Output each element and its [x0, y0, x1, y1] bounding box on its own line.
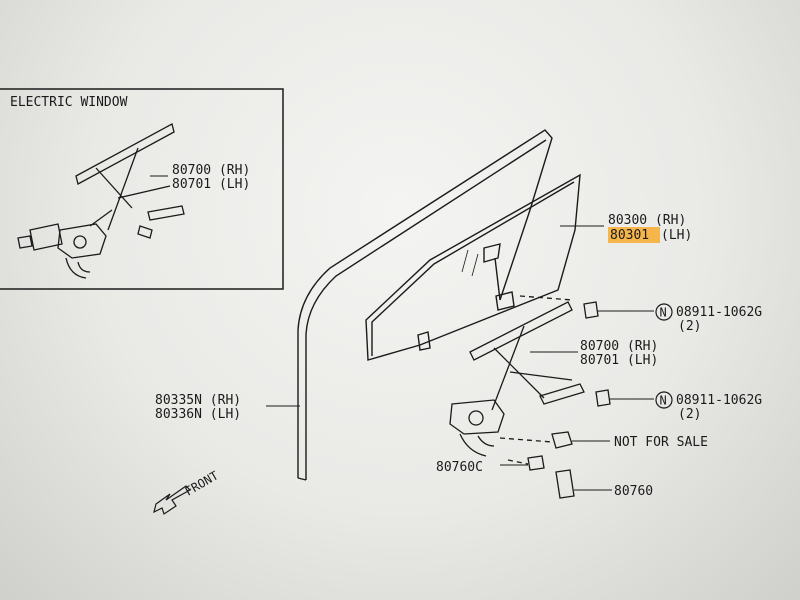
inset-frame — [0, 88, 284, 290]
small-parts — [499, 301, 611, 499]
label-80301-suffix: (LH) — [661, 228, 692, 243]
label-not-for-sale: NOT FOR SALE — [614, 435, 708, 450]
label-80301-number: 80301 — [610, 228, 649, 243]
label-bolt-1-qty: (2) — [678, 319, 701, 334]
n-symbol-circle-2 — [655, 391, 673, 409]
door-glass — [365, 173, 581, 361]
glass-run-channel — [297, 129, 553, 481]
inset-label-80701: 80701 (LH) — [172, 177, 250, 192]
label-80335n-rh: 80335N (RH) — [155, 393, 241, 408]
n-symbol-1: N — [660, 306, 667, 320]
label-80760: 80760 — [614, 484, 653, 499]
label-80760c: 80760C — [436, 460, 483, 475]
n-symbol-2: N — [660, 394, 667, 408]
highlight-80301 — [608, 227, 660, 243]
inset-label-80700: 80700 (RH) — [172, 163, 250, 178]
label-bolt-1: 08911-1062G — [676, 305, 762, 320]
leader-lines — [266, 225, 654, 491]
label-80701-lh: 80701 (LH) — [580, 353, 658, 368]
front-arrow-icon — [153, 485, 191, 515]
label-bolt-2-qty: (2) — [678, 407, 701, 422]
n-symbol-circle-1 — [655, 303, 673, 321]
label-bolt-2: 08911-1062G — [676, 393, 762, 408]
front-label: FRONT — [183, 468, 221, 498]
inset-regulator-drawing — [17, 123, 185, 279]
inset-title: ELECTRIC WINDOW — [10, 95, 128, 110]
label-80300-rh: 80300 (RH) — [608, 213, 686, 228]
label-80336n-lh: 80336N (LH) — [155, 407, 241, 422]
front-arrow: FRONT — [153, 468, 221, 515]
label-80700-rh: 80700 (RH) — [580, 339, 658, 354]
main-regulator — [449, 295, 585, 457]
